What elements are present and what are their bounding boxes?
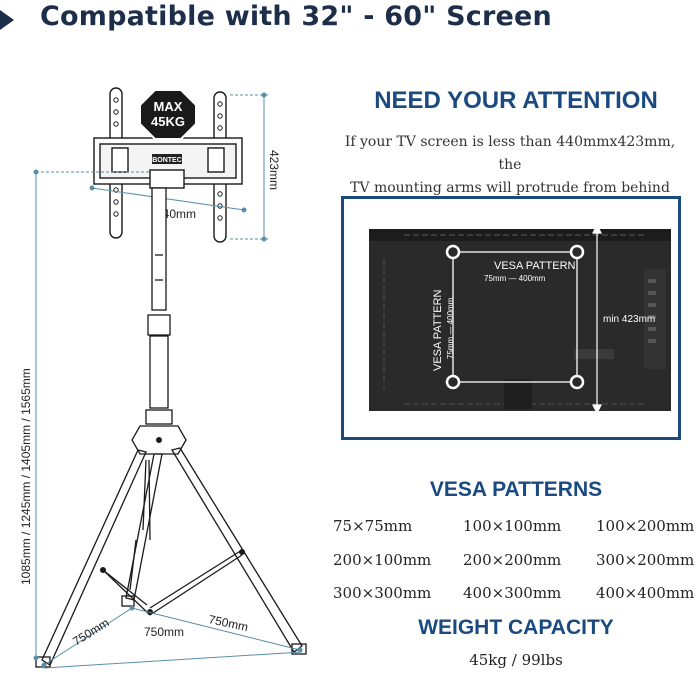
attention-heading: NEED YOUR ATTENTION [374, 87, 658, 114]
min-height-dimension [592, 223, 602, 415]
vesa-patterns-heading: VESA PATTERNS [429, 478, 603, 501]
vesa-v-range: 75mm — 400mm [446, 297, 455, 359]
height-dimension [230, 92, 268, 242]
vesa-h-title: VESA PATTERN [494, 260, 576, 272]
vesa-item: 100×200mm [596, 517, 695, 535]
tv-stand-illustration: BONTEC MAX 45KG 440mm 423mm [19, 87, 307, 669]
vesa-item: 200×200mm [463, 551, 562, 569]
vesa-h-range: 75mm — 400mm [484, 274, 546, 283]
vesa-item: 200×100mm [333, 551, 432, 569]
vesa-item: 400×400mm [596, 584, 695, 602]
leg-dimensions [41, 605, 303, 669]
tv-back-diagram-frame: VESA PATTERN 75mm — 400mm VESA PATTERN 7… [341, 196, 681, 440]
height-label: 423mm [267, 150, 281, 190]
header: Compatible with 32" - 60" Screen [0, 0, 700, 40]
weight-capacity-heading: WEIGHT CAPACITY [418, 616, 614, 639]
base-label: 750mm [144, 625, 184, 639]
vesa-v-title: VESA PATTERN [432, 289, 444, 371]
mount-holes [113, 97, 223, 221]
width-dimension [89, 185, 247, 213]
weight-capacity-value: 45kg / 99lbs [469, 651, 563, 669]
vesa-item: 300×200mm [596, 551, 695, 569]
leg-right-label: 750mm [207, 612, 249, 634]
min-height-label: min 423mm [603, 314, 655, 325]
vesa-item: 400×300mm [463, 584, 562, 602]
attention-line-1: If your TV screen is less than 440mmx423… [344, 134, 676, 173]
telescopic-pole [145, 187, 173, 425]
vesa-square [445, 244, 585, 390]
leg-left-label: 750mm [70, 615, 111, 648]
max-load-badge: MAX 45KG [139, 89, 197, 140]
pole-height-dimension [33, 169, 150, 661]
pole-height-label: 1085mm / 1245mm / 1405mm / 1565mm [19, 368, 33, 585]
brand-logo [152, 154, 182, 164]
vesa-item: 100×100mm [463, 517, 562, 535]
vesa-item: 75×75mm [333, 517, 413, 535]
tripod-legs [35, 447, 307, 668]
badge-line2: 45KG [151, 114, 185, 129]
tv-back-diagram: VESA PATTERN 75mm — 400mm VESA PATTERN 7… [369, 223, 671, 415]
badge-line1: MAX [154, 99, 183, 114]
diamond-icon [0, 10, 14, 30]
vesa-item: 300×300mm [333, 584, 432, 602]
brand-text: BONTEC [152, 157, 182, 164]
page-title: Compatible with 32" - 60" Screen [40, 1, 552, 32]
tripod-joints [100, 549, 245, 615]
